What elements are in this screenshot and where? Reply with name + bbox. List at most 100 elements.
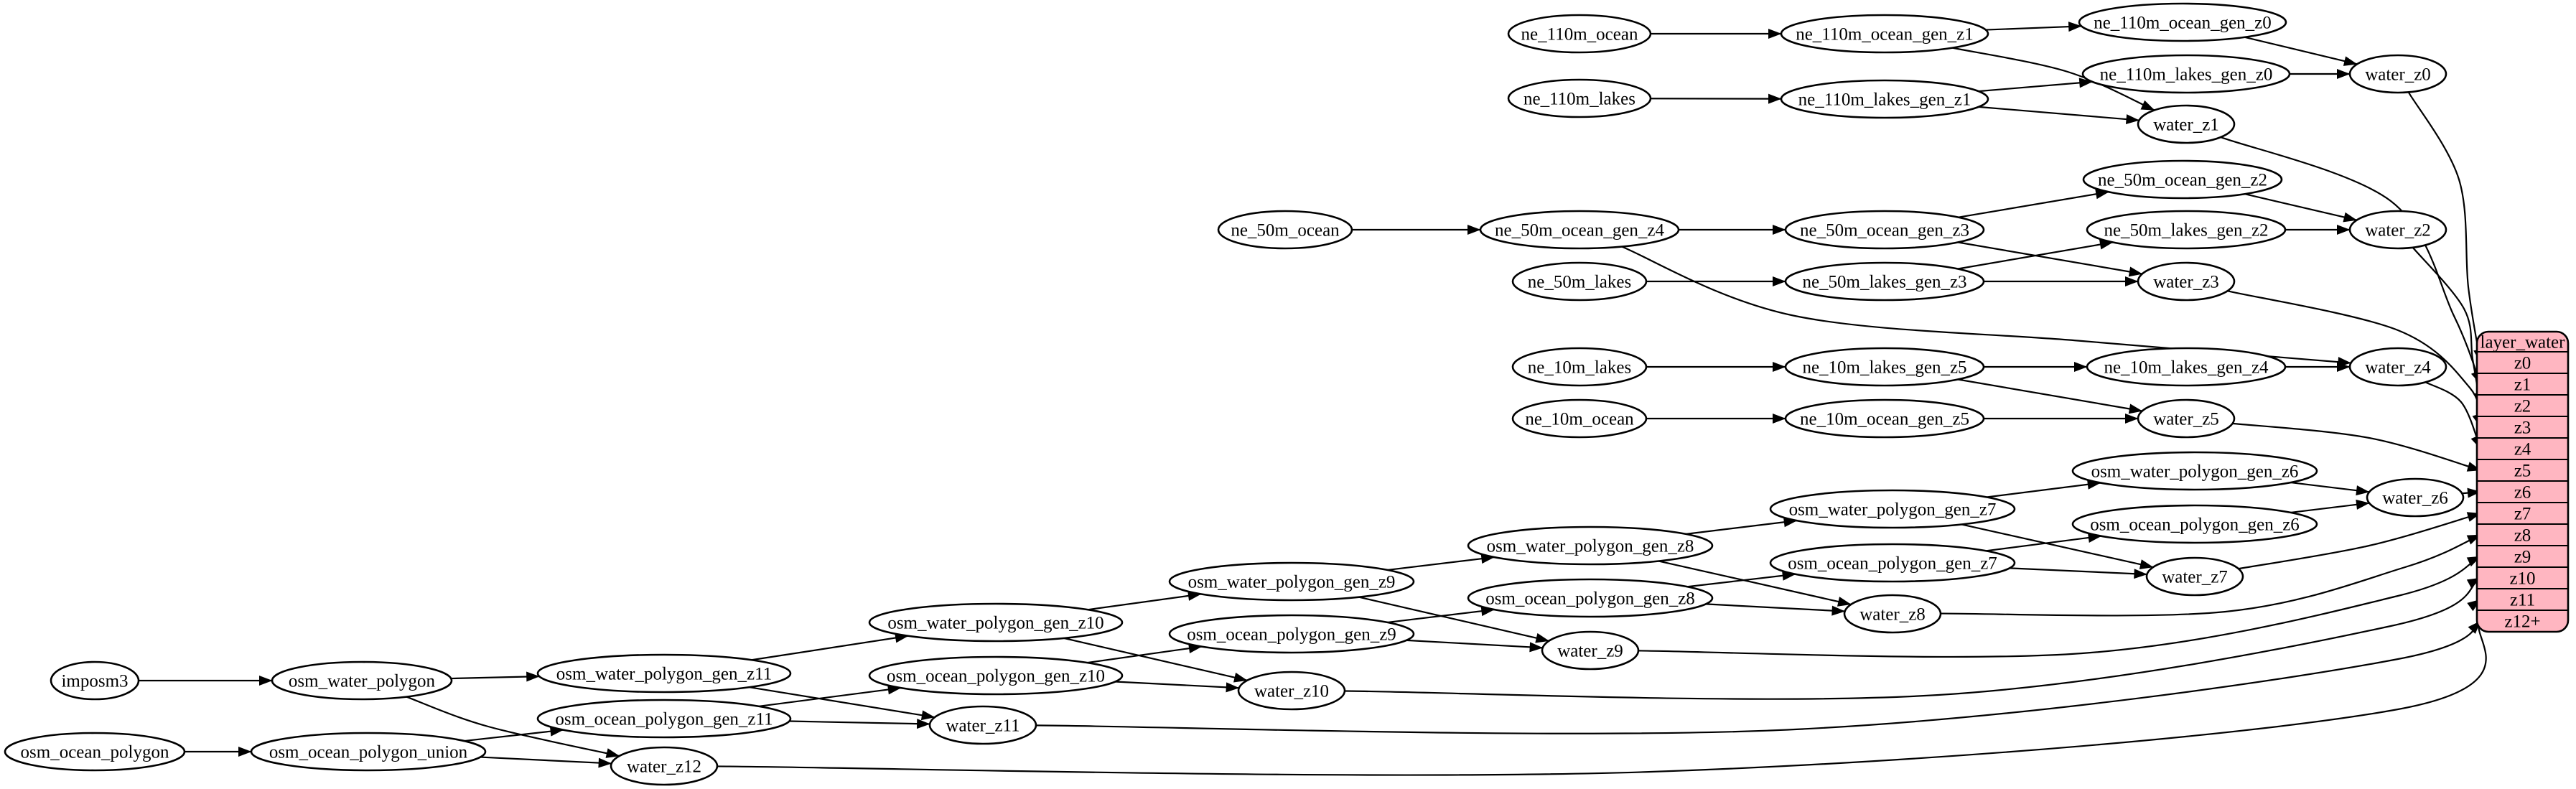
layer-water-row-z10: z10 (2509, 569, 2535, 589)
node-label: osm_water_polygon_gen_z7 (1789, 500, 1997, 520)
node-ellipse (2078, 2, 2287, 42)
layer-water-row-z6: z6 (2514, 483, 2531, 503)
node-label: osm_ocean_polygon_gen_z9 (1187, 625, 1396, 645)
edge-water_z11-to-layer_water-z11 (1035, 599, 2481, 734)
node-ellipse (1769, 543, 2016, 583)
node-ellipse (2086, 347, 2287, 387)
edge-osm_ocean_polygon_gen_z8-to-water_z8 (1705, 603, 1846, 616)
node-ne_110m_ocean: ne_110m_ocean (1507, 14, 1652, 54)
node-label: water_z12 (627, 757, 701, 777)
node-label: osm_ocean_polygon_union (269, 743, 468, 762)
node-label: osm_water_polygon_gen_z9 (1188, 573, 1396, 592)
node-label: osm_water_polygon_gen_z11 (556, 665, 772, 684)
node-ne_110m_ocean_gen_z1: ne_110m_ocean_gen_z1 (1780, 14, 1989, 54)
edge-osm_water_polygon-to-osm_water_polygon_gen_z11 (451, 671, 540, 682)
node-ellipse (1467, 526, 1714, 566)
node-ne_110m_lakes_gen_z0: ne_110m_lakes_gen_z0 (2081, 54, 2291, 94)
node-osm_ocean_polygon_gen_z11: osm_ocean_polygon_gen_z11 (536, 699, 792, 739)
node-ellipse (1784, 210, 1985, 250)
layer-water-row-z12+: z12+ (2504, 612, 2540, 632)
edge-osm_ocean_polygon_gen_z9-to-water_z9 (1406, 639, 1544, 653)
edge-osm_water_polygon_gen_z10-to-osm_water_polygon_gen_z9 (1088, 590, 1202, 611)
node-ne_50m_lakes: ne_50m_lakes (1511, 261, 1648, 302)
node-water_z4: water_z4 (2348, 347, 2447, 387)
node-ellipse (1467, 578, 1714, 618)
node-ellipse (2137, 104, 2236, 144)
edge-ne_110m_lakes_gen_z1-to-ne_110m_lakes_gen_z0 (1978, 78, 2093, 93)
edge-osm_ocean_polygon_union-to-osm_ocean_polygon_gen_z11 (464, 726, 564, 742)
node-ellipse (2137, 261, 2236, 302)
node-water_z8: water_z8 (1843, 594, 1942, 634)
node-water_z9: water_z9 (1541, 630, 1640, 671)
node-osm_ocean_polygon_gen_z10: osm_ocean_polygon_gen_z10 (868, 655, 1124, 696)
node-label: osm_water_polygon_gen_z8 (1487, 537, 1694, 556)
edge-water_z5-to-layer_water-z5 (2232, 422, 2481, 472)
node-osm_water_polygon_gen_z6: osm_water_polygon_gen_z6 (2071, 451, 2318, 491)
node-water_z6: water_z6 (2366, 477, 2465, 518)
node-label: osm_ocean_polygon_gen_z10 (887, 667, 1105, 686)
node-water_z0: water_z0 (2348, 54, 2447, 94)
node-osm_ocean_polygon_gen_z6: osm_ocean_polygon_gen_z6 (2071, 504, 2318, 544)
node-ellipse (1217, 210, 1353, 250)
node-ne_50m_ocean_gen_z2: ne_50m_ocean_gen_z2 (2082, 159, 2283, 200)
node-ellipse (1511, 261, 1648, 302)
node-label: osm_ocean_polygon_gen_z11 (555, 710, 773, 729)
node-osm_ocean_polygon_gen_z7: osm_ocean_polygon_gen_z7 (1769, 543, 2016, 583)
edge-ne_10m_lakes_gen_z5-to-water_z5 (1957, 378, 2143, 414)
node-imposm3: imposm3 (50, 660, 140, 701)
layer-water-row-z7: z7 (2514, 505, 2531, 524)
node-osm_ocean_polygon_gen_z9: osm_ocean_polygon_gen_z9 (1168, 614, 1415, 654)
layer-water-row-z8: z8 (2514, 526, 2531, 546)
node-ne_110m_lakes_gen_z1: ne_110m_lakes_gen_z1 (1780, 79, 1989, 119)
edge-ne_110m_ocean_gen_z1-to-ne_110m_ocean_gen_z0 (1985, 22, 2082, 32)
node-osm_water_polygon_gen_z9: osm_water_polygon_gen_z9 (1168, 561, 1415, 602)
edge-osm_ocean_polygon_gen_z11-to-water_z11 (789, 719, 930, 729)
edge-water_z8-to-layer_water-z8 (1940, 533, 2481, 617)
node-osm_water_polygon_gen_z10: osm_water_polygon_gen_z10 (868, 602, 1124, 643)
node-label: ne_50m_ocean_gen_z3 (1800, 221, 1969, 241)
node-ellipse (1780, 79, 1989, 119)
edge-osm_water_polygon_gen_z8-to-water_z8 (1658, 560, 1852, 607)
node-ellipse (250, 732, 487, 772)
node-osm_ocean_polygon_gen_z8: osm_ocean_polygon_gen_z8 (1467, 578, 1714, 618)
node-label: ne_110m_lakes_gen_z0 (2100, 65, 2273, 85)
edge-osm_ocean_polygon_gen_z9-to-osm_ocean_polygon_gen_z8 (1387, 606, 1495, 624)
node-osm_water_polygon_gen_z7: osm_water_polygon_gen_z7 (1769, 489, 2016, 529)
edge-osm_ocean_polygon_gen_z10-to-water_z10 (1115, 681, 1240, 693)
edge-osm_water_polygon-to-water_z12 (406, 696, 620, 758)
node-label: water_z0 (2365, 65, 2431, 85)
node-ellipse (1784, 398, 1985, 439)
node-ellipse (2348, 54, 2447, 94)
node-ellipse (1168, 561, 1415, 602)
node-label: ne_110m_ocean_gen_z1 (1796, 25, 1974, 45)
node-ne_10m_ocean: ne_10m_ocean (1511, 398, 1648, 439)
edge-ne_50m_ocean_gen_z3-to-ne_50m_ocean_gen_z2 (1958, 189, 2109, 218)
node-label: ne_50m_ocean (1231, 221, 1340, 241)
node-ellipse (1541, 630, 1640, 671)
node-ellipse (868, 602, 1124, 643)
node-ne_50m_ocean: ne_50m_ocean (1217, 210, 1353, 250)
node-ellipse (2081, 54, 2291, 94)
edge-ne_50m_ocean_gen_z2-to-water_z2 (2244, 193, 2358, 223)
node-label: ne_50m_lakes_gen_z3 (1802, 273, 1966, 292)
node-label: ne_110m_lakes (1523, 90, 1635, 109)
edge-ne_50m_ocean_gen_z3-to-water_z3 (1957, 241, 2143, 277)
node-label: water_z2 (2365, 221, 2431, 241)
node-ellipse (2086, 210, 2287, 250)
node-ellipse (1168, 614, 1415, 654)
node-ellipse (2366, 477, 2465, 518)
node-label: ne_10m_lakes (1528, 358, 1631, 378)
node-ne_50m_lakes_gen_z3: ne_50m_lakes_gen_z3 (1784, 261, 1985, 302)
node-ellipse (868, 655, 1124, 696)
node-ellipse (271, 660, 453, 701)
node-ellipse (1479, 210, 1680, 250)
node-label: ne_110m_lakes_gen_z1 (1798, 90, 1971, 110)
node-label: osm_ocean_polygon_gen_z7 (1788, 554, 1997, 574)
node-water_z7: water_z7 (2145, 556, 2244, 597)
node-water_z3: water_z3 (2137, 261, 2236, 302)
edge-osm_ocean_polygon_union-to-water_z12 (480, 756, 612, 768)
node-ellipse (2071, 504, 2318, 544)
node-ellipse (1507, 78, 1652, 118)
layer-water-row-z2: z2 (2514, 397, 2531, 416)
node-ellipse (2082, 159, 2283, 200)
